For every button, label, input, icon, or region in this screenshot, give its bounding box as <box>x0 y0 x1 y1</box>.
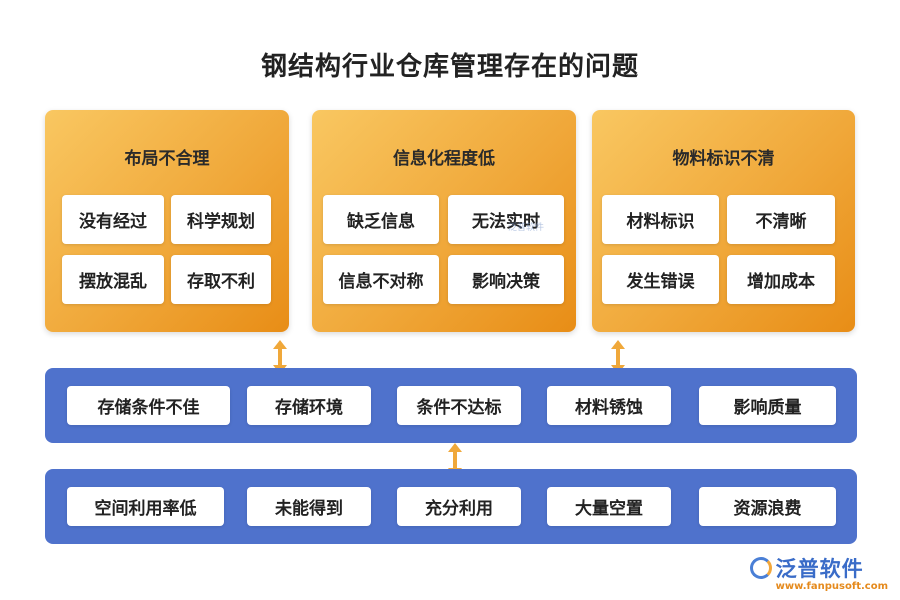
panel-item: 信息不对称 <box>323 255 439 304</box>
double-arrow-icon <box>611 340 625 374</box>
panel-title: 物料标识不清 <box>672 149 775 169</box>
panel-item: 增加成本 <box>727 255 835 304</box>
panel-item: 不清晰 <box>727 195 835 244</box>
band-item: 存储环境 <box>247 386 371 425</box>
double-arrow-icon <box>448 443 462 477</box>
band-item: 充分利用 <box>397 487 521 526</box>
panel-item: 没有经过 <box>62 195 164 244</box>
band-storage-conditions: 存储条件不佳 存储环境 条件不达标 材料锈蚀 影响质量 <box>45 368 857 443</box>
panel-item: 无法实时 <box>448 195 564 244</box>
band-item: 条件不达标 <box>397 386 521 425</box>
band-item: 资源浪费 <box>699 487 836 526</box>
panel-layout: 布局不合理 没有经过 科学规划 摆放混乱 存取不利 <box>45 110 289 332</box>
panel-title: 布局不合理 <box>124 149 210 169</box>
panel-item: 摆放混乱 <box>62 255 164 304</box>
band-item: 未能得到 <box>247 487 371 526</box>
brand-logo: 泛普软件 www.fanpusoft.com <box>749 553 888 592</box>
band-item: 影响质量 <box>699 386 836 425</box>
watermark: 泛普软件 <box>508 223 545 233</box>
band-item: 大量空置 <box>547 487 671 526</box>
panel-informatization: 信息化程度低 缺乏信息 无法实时 信息不对称 影响决策 <box>312 110 576 332</box>
logo-url: www.fanpusoft.com <box>775 581 888 592</box>
diagram-title: 钢结构行业仓库管理存在的问题 <box>260 52 639 82</box>
band-space-utilization: 空间利用率低 未能得到 充分利用 大量空置 资源浪费 <box>45 469 857 544</box>
logo-icon <box>749 557 772 579</box>
panel-title: 信息化程度低 <box>393 149 495 169</box>
panel-item: 材料标识 <box>602 195 719 244</box>
panel-item: 发生错误 <box>602 255 719 304</box>
panel-item: 科学规划 <box>171 195 271 244</box>
band-item: 空间利用率低 <box>67 487 224 526</box>
panel-item: 存取不利 <box>171 255 271 304</box>
panel-item: 缺乏信息 <box>323 195 439 244</box>
double-arrow-icon <box>273 340 287 374</box>
band-item: 材料锈蚀 <box>547 386 671 425</box>
logo-name: 泛普软件 <box>775 557 864 581</box>
panel-material-labeling: 物料标识不清 材料标识 不清晰 发生错误 增加成本 <box>592 110 855 332</box>
panel-item: 影响决策 <box>448 255 564 304</box>
band-item: 存储条件不佳 <box>67 386 230 425</box>
